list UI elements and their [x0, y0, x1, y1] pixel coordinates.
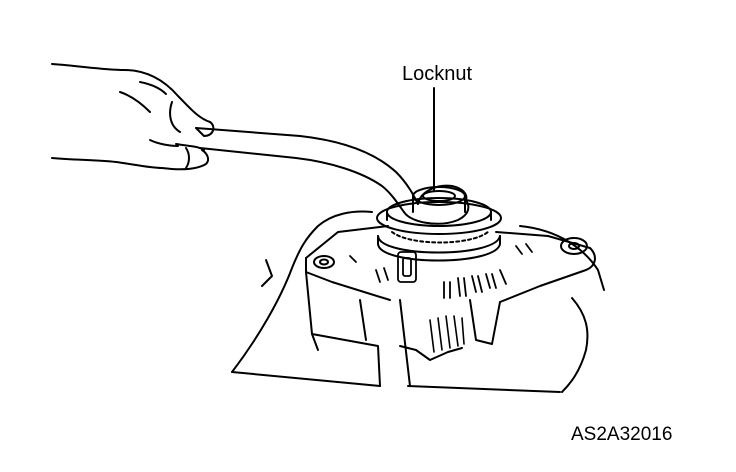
wrench: [195, 127, 470, 225]
hand: [51, 63, 215, 171]
vent-slots: [349, 243, 533, 299]
rotor-fins: [429, 315, 465, 353]
alternator-frame: [305, 225, 596, 387]
engine-housing: [231, 210, 605, 393]
figure-code: AS2A32016: [571, 424, 673, 445]
pulley-assembly: [376, 186, 502, 262]
callout-label: Locknut: [402, 63, 473, 85]
